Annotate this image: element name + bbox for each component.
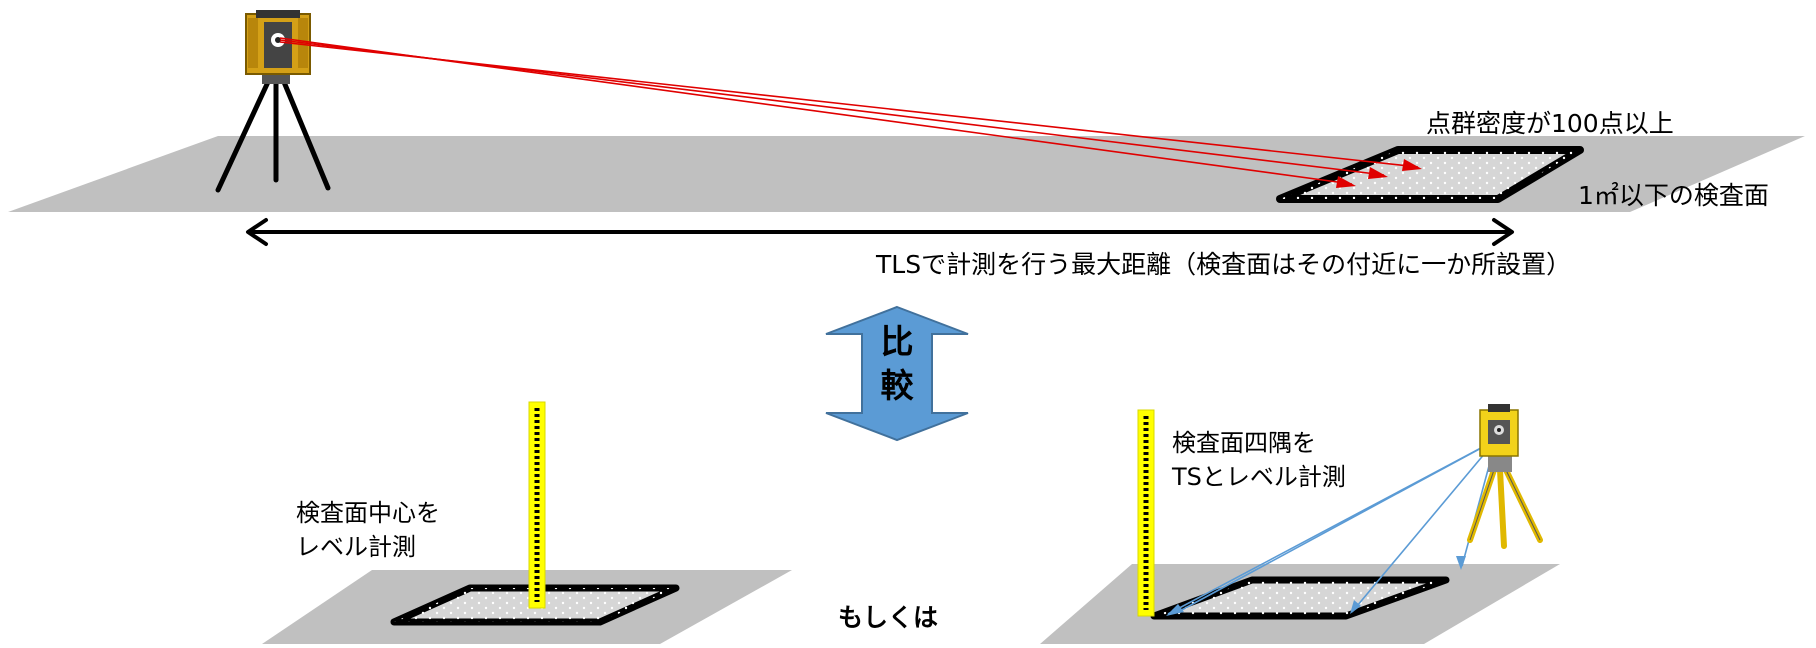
laser-beams bbox=[279, 37, 1419, 185]
point-density-label: 点群密度が100点以上 bbox=[1426, 109, 1674, 138]
double-arrow-icon bbox=[825, 305, 969, 442]
distance-double-arrow bbox=[246, 218, 1514, 246]
or-label: もしくは bbox=[838, 603, 939, 632]
compare-label: 比 較 bbox=[862, 320, 932, 408]
left-method-line-1: 検査面中心を bbox=[296, 499, 440, 527]
leveling-staff-icon bbox=[528, 401, 546, 609]
left-method-line-2: レベル計測 bbox=[296, 533, 416, 561]
right-method-label: 検査面四隅を TSとレベル計測 bbox=[1172, 426, 1346, 494]
right-method-line-1: 検査面四隅を bbox=[1172, 429, 1316, 457]
ts-arrowheads bbox=[1166, 556, 1466, 616]
laser-arrowheads bbox=[1336, 159, 1422, 188]
compare-char-1: 比 bbox=[880, 322, 914, 361]
max-distance-label: TLSで計測を行う最大距離（検査面はその付近に一か所設置） bbox=[876, 250, 1572, 279]
top-inspection-square bbox=[1276, 146, 1584, 203]
leveling-staff-icon-right bbox=[1137, 409, 1155, 617]
compare-char-2: 較 bbox=[880, 366, 914, 405]
total-station-icon bbox=[1467, 404, 1543, 549]
inspection-area-label: 1㎡以下の検査面 bbox=[1578, 181, 1769, 210]
right-method-line-2: TSとレベル計測 bbox=[1172, 463, 1346, 491]
left-method-label: 検査面中心を レベル計測 bbox=[296, 496, 440, 564]
